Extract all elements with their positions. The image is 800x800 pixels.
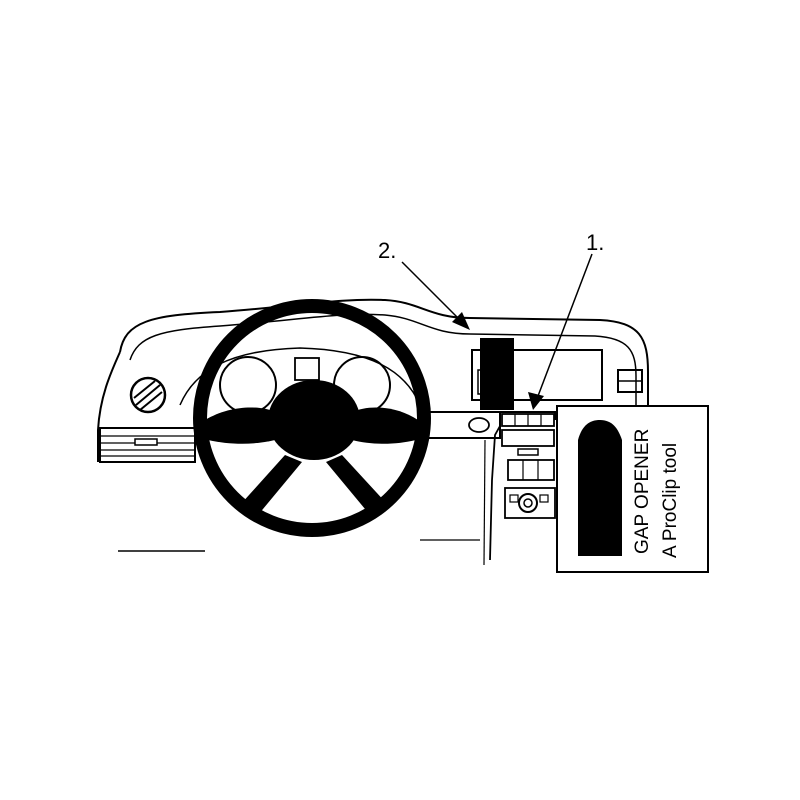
tool-name-text: GAP OPENER: [632, 429, 653, 554]
gap-opener-tool-box: GAP OPENER A ProClip tool: [556, 405, 709, 573]
steering-wheel: [193, 299, 431, 537]
dashboard-left-edge: [97, 351, 121, 462]
dash-trim-bar: [420, 411, 501, 439]
callout-arrow-1: [528, 253, 593, 410]
callout-label-2: 2.: [378, 238, 396, 263]
dashboard-inner-outline: [129, 313, 637, 405]
callout-label-1: 1.: [586, 230, 604, 255]
dashboard-top-outline: [119, 298, 649, 405]
lower-left-vent: [99, 427, 196, 463]
tool-brand-text: A ProClip tool: [660, 443, 681, 558]
center-console: [483, 411, 556, 566]
left-round-vent: [129, 376, 167, 414]
mount-bracket: [480, 338, 514, 410]
right-vent: [617, 369, 643, 393]
callout-arrow-2: [401, 261, 470, 330]
gap-opener-tool-icon: [578, 420, 622, 556]
